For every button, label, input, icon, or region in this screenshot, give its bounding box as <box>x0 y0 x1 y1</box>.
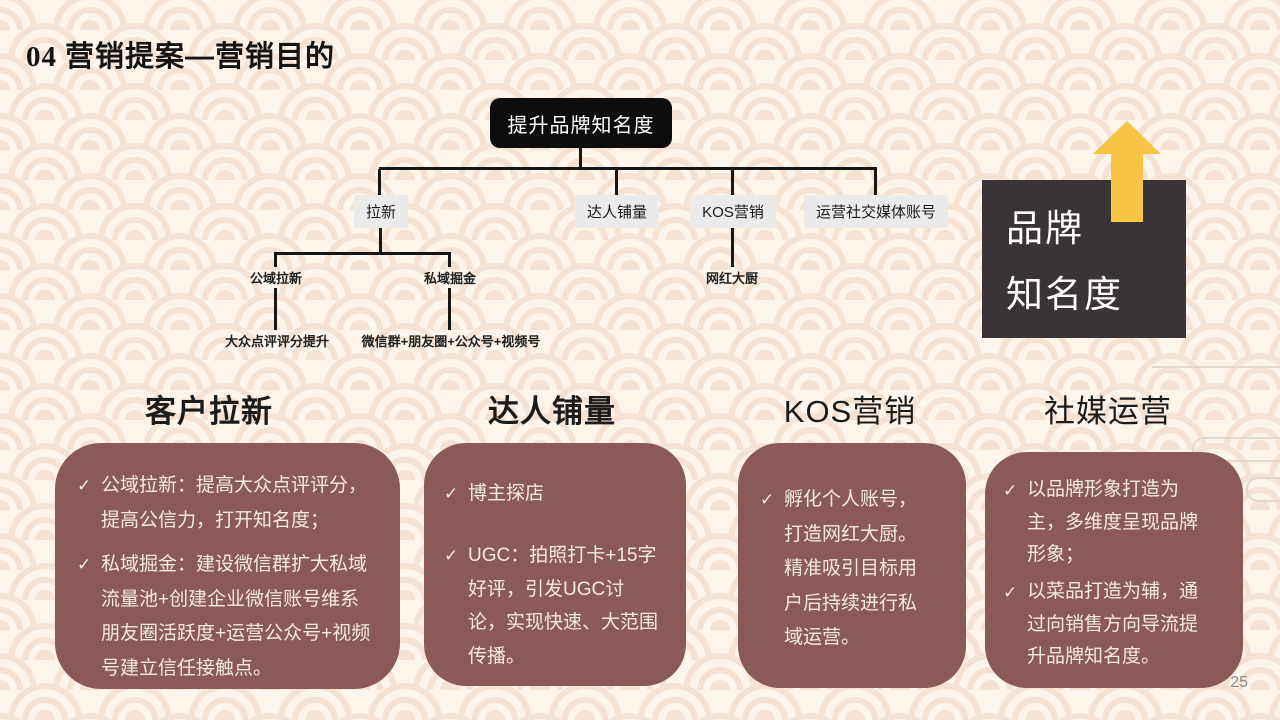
bullet-item: ✓ 以品牌形象打造为主，多维度呈现品牌形象； <box>1003 474 1199 572</box>
page-number: 25 <box>1230 674 1248 691</box>
check-icon: ✓ <box>444 545 459 565</box>
check-icon: ✓ <box>77 476 92 495</box>
column-header-customer-acquisition: 客户拉新 <box>145 394 273 429</box>
arrow-shaft <box>1111 154 1143 222</box>
connector-line <box>379 167 877 170</box>
bullet-text: UGC：拍照打卡+15字好评，引发UGC讨论，实现快速、大范围传播。 <box>468 544 659 668</box>
decorative-line <box>1152 366 1280 368</box>
connector-line <box>274 252 451 255</box>
connector-line <box>731 169 734 195</box>
section-number: 04 <box>26 41 57 73</box>
panel-social-media-operation: ✓ 以品牌形象打造为主，多维度呈现品牌形象； ✓ 以菜品打造为辅，通过向销售方向… <box>985 452 1243 688</box>
connector-line <box>448 254 451 267</box>
connector-line <box>378 169 381 195</box>
panel-influencer-seeding: ✓ 博主探店 ✓ UGC：拍照打卡+15字好评，引发UGC讨论，实现快速、大范围… <box>424 443 686 686</box>
brand-awareness-highlight: 品牌 知名度 <box>982 180 1186 338</box>
connector-line <box>274 288 277 330</box>
connector-line <box>615 169 618 195</box>
check-icon: ✓ <box>760 490 775 509</box>
bullet-text: 孵化个人账号，打造网红大厨。精准吸引目标用户后持续进行私域运营。 <box>784 489 918 649</box>
tree-node-social-media: 运营社交媒体账号 <box>803 195 949 228</box>
column-header-influencer-seeding: 达人铺量 <box>488 394 616 429</box>
connector-line <box>579 148 582 168</box>
column-header-kos-marketing: KOS营销 <box>783 394 917 429</box>
connector-line <box>874 169 877 195</box>
bullet-text: 以菜品打造为辅，通过向销售方向导流提升品牌知名度。 <box>1027 581 1199 668</box>
tree-label-wechat-channels: 微信群+朋友圈+公众号+视频号 <box>361 334 541 349</box>
panel-customer-acquisition: ✓ 公域拉新：提高大众点评评分，提高公信力，打开知名度； ✓ 私域掘金：建设微信… <box>55 443 400 689</box>
bullet-item: ✓ 公域拉新：提高大众点评评分，提高公信力，打开知名度； <box>77 469 376 538</box>
tree-label-celebrity-chef: 网红大厨 <box>705 271 759 286</box>
arrow-head <box>1093 121 1161 154</box>
tree-root-node: 提升品牌知名度 <box>490 98 672 148</box>
tree-label-private-domain: 私域掘金 <box>423 271 477 286</box>
bullet-item: ✓ 以菜品打造为辅，通过向销售方向导流提升品牌知名度。 <box>1003 576 1199 674</box>
bullet-text: 博主探店 <box>468 483 545 504</box>
highlight-line-1: 品牌 <box>1006 208 1084 249</box>
connector-line <box>274 254 277 267</box>
connector-line <box>448 288 451 330</box>
title-text: 营销提案—营销目的 <box>65 41 336 73</box>
tree-label-public-domain: 公域拉新 <box>249 271 303 286</box>
tree-node-laxin: 拉新 <box>353 195 409 228</box>
bullet-item: ✓ 私域掘金：建设微信群扩大私域流量池+创建企业微信账号维系朋友圈活跃度+运营公… <box>77 548 376 686</box>
up-arrow-icon <box>1093 121 1161 222</box>
bullet-text: 以品牌形象打造为主，多维度呈现品牌形象； <box>1027 479 1199 566</box>
connector-line <box>379 228 382 254</box>
column-header-social-media-operation: 社媒运营 <box>1044 394 1172 429</box>
tree-label-dianping-rating: 大众点评评分提升 <box>224 334 330 349</box>
highlight-line-2: 知名度 <box>1006 274 1123 315</box>
check-icon: ✓ <box>1003 583 1018 603</box>
bullet-item: ✓ 博主探店 <box>444 477 662 511</box>
check-icon: ✓ <box>77 555 92 575</box>
bullet-text: 私域掘金：建设微信群扩大私域流量池+创建企业微信账号维系朋友圈活跃度+运营公众号… <box>101 554 371 679</box>
connector-line <box>731 228 734 267</box>
decorative-pill-outline <box>1246 477 1280 502</box>
bullet-item: ✓ 孵化个人账号，打造网红大厨。精准吸引目标用户后持续进行私域运营。 <box>760 483 930 656</box>
decorative-pill-outline <box>1192 437 1280 462</box>
panel-kos-marketing: ✓ 孵化个人账号，打造网红大厨。精准吸引目标用户后持续进行私域运营。 <box>738 443 966 688</box>
tree-node-kos: KOS营销 <box>690 195 776 228</box>
check-icon: ✓ <box>1003 481 1018 500</box>
check-icon: ✓ <box>444 484 459 503</box>
bullet-text: 公域拉新：提高大众点评评分，提高公信力，打开知名度； <box>101 475 368 531</box>
tree-node-darenpuliang: 达人铺量 <box>574 195 660 228</box>
bullet-item: ✓ UGC：拍照打卡+15字好评，引发UGC讨论，实现快速、大范围传播。 <box>444 539 662 674</box>
